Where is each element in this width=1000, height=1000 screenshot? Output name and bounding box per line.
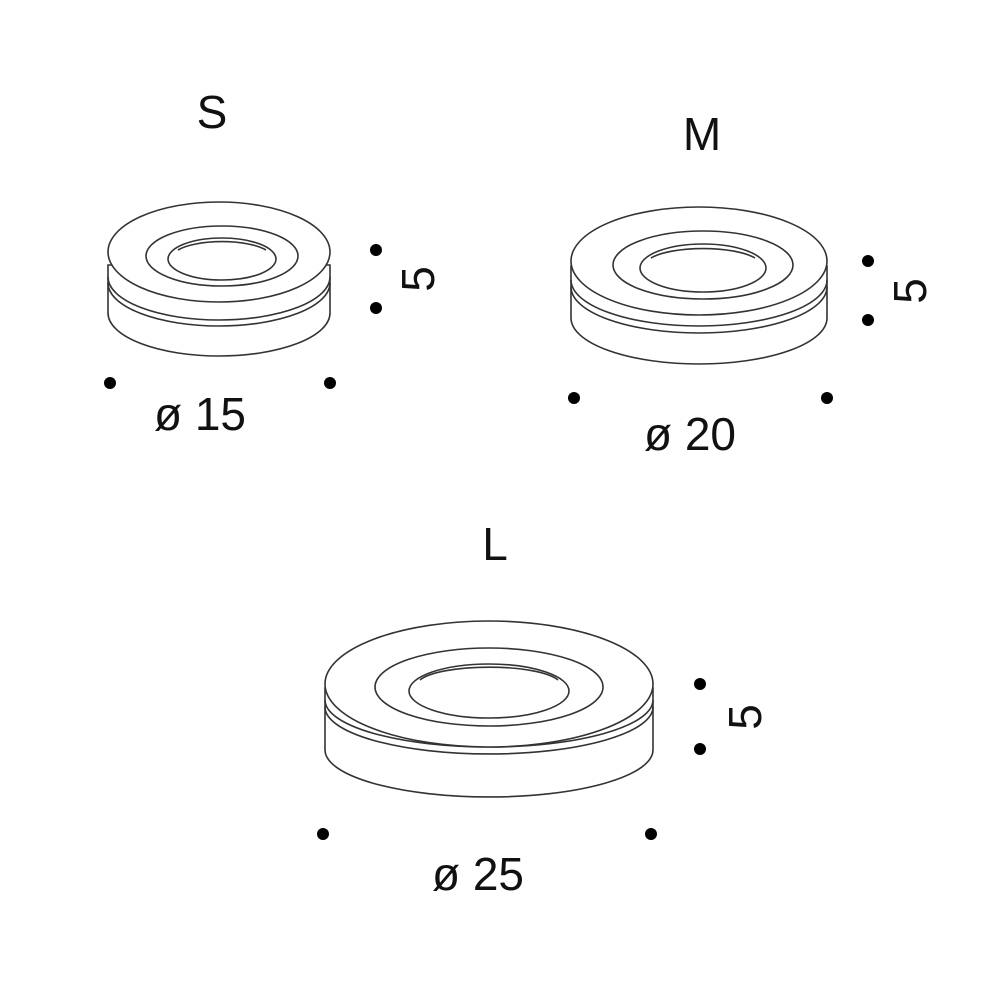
height-dot-l-top bbox=[694, 678, 706, 690]
ring-l-top bbox=[324, 620, 654, 748]
height-dot-m-top bbox=[862, 255, 874, 267]
size-label-l: L bbox=[482, 518, 508, 570]
ring-s-drawing bbox=[107, 201, 331, 357]
height-dot-m-bottom bbox=[862, 314, 874, 326]
ring-l-groove-2 bbox=[324, 706, 654, 755]
height-dot-l-bottom bbox=[694, 743, 706, 755]
ring-l-hole-edge bbox=[419, 666, 559, 681]
diameter-dot-l-right bbox=[645, 828, 657, 840]
diameter-label-l: ø 25 bbox=[432, 848, 524, 900]
ring-s-groove-2 bbox=[107, 282, 331, 327]
height-label-m: 5 bbox=[884, 278, 936, 304]
ring-s-hole-edge bbox=[177, 240, 267, 251]
diameter-dot-m-right bbox=[821, 392, 833, 404]
ring-l-group: L 5 ø 25 bbox=[317, 518, 771, 900]
diameter-dot-l-left bbox=[317, 828, 329, 840]
ring-l-drawing bbox=[324, 620, 654, 798]
ring-l-inner-rim bbox=[374, 647, 604, 727]
ring-s-groove bbox=[107, 276, 331, 321]
height-dot-s-top bbox=[370, 244, 382, 256]
height-dot-s-bottom bbox=[370, 302, 382, 314]
ring-m-group: M 5 ø 20 bbox=[568, 108, 936, 460]
ring-m-hole bbox=[639, 243, 767, 293]
diameter-dot-m-left bbox=[568, 392, 580, 404]
ring-s-hole bbox=[167, 237, 277, 281]
ring-m-hole-edge bbox=[650, 247, 756, 259]
height-label-l: 5 bbox=[719, 704, 771, 730]
ring-m-groove bbox=[570, 279, 828, 327]
ring-m-inner-rim bbox=[612, 230, 794, 300]
ring-l-hole bbox=[408, 663, 570, 719]
height-label-s: 5 bbox=[392, 266, 444, 292]
diameter-label-s: ø 15 bbox=[154, 388, 246, 440]
ring-m-drawing bbox=[570, 206, 828, 365]
ring-s-group: S 5 ø 15 bbox=[104, 86, 444, 440]
diameter-label-m: ø 20 bbox=[644, 408, 736, 460]
diameter-dot-s-right bbox=[324, 377, 336, 389]
diameter-dot-s-left bbox=[104, 377, 116, 389]
ring-s-inner-rim bbox=[145, 225, 299, 287]
ring-m-groove-2 bbox=[570, 286, 828, 334]
size-label-m: M bbox=[683, 108, 721, 160]
size-label-s: S bbox=[197, 86, 228, 138]
